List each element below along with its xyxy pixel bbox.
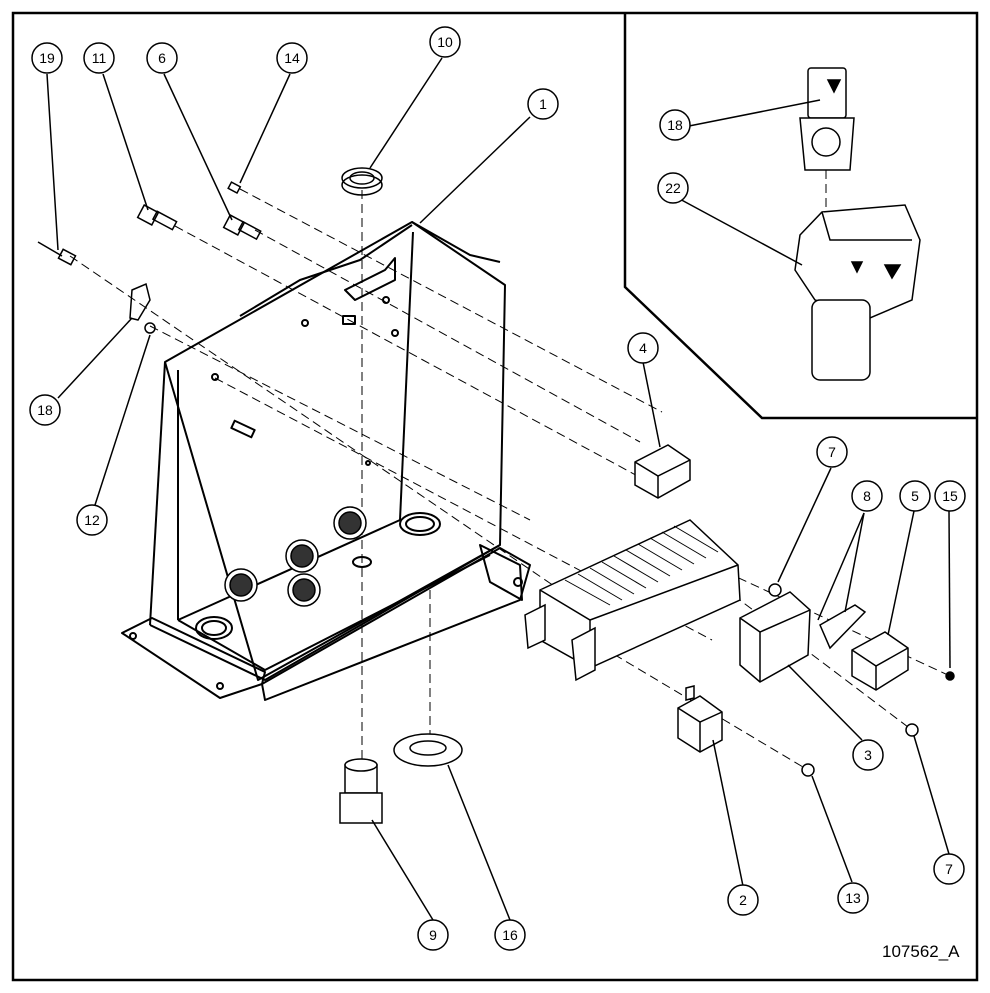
callout-circle <box>816 436 848 468</box>
callout-label: 7 <box>828 444 836 460</box>
detail-inset-border <box>623 13 977 420</box>
callout-c18b: 18 <box>659 109 691 141</box>
callout-c13: 13 <box>837 882 869 914</box>
callout-circle <box>83 42 115 74</box>
callout-label: 14 <box>284 50 300 66</box>
callout-label: 2 <box>739 892 747 908</box>
relay-5 <box>851 631 909 691</box>
callout-label: 8 <box>863 488 871 504</box>
callout-label: 5 <box>911 488 919 504</box>
callout-c11: 11 <box>83 42 115 74</box>
callout-c3: 3 <box>852 739 884 771</box>
terminal-ribs <box>564 525 719 606</box>
callout-c15: 15 <box>934 480 966 512</box>
callout-label: 18 <box>667 117 683 133</box>
nuts <box>768 583 955 777</box>
leader-lines <box>46 57 951 921</box>
callout-c4: 4 <box>627 332 659 364</box>
callout-circle <box>29 394 61 426</box>
callout-c1: 1 <box>527 88 559 120</box>
callout-circle <box>837 882 869 914</box>
drawing-id: 107562_A <box>882 942 960 961</box>
callout-circle <box>934 480 966 512</box>
callout-label: 12 <box>84 512 100 528</box>
cable-gland-9 <box>339 758 383 824</box>
callout-label: 22 <box>665 180 681 196</box>
callout-c18a: 18 <box>29 394 61 426</box>
callout-c7a: 7 <box>816 436 848 468</box>
callout-label: 3 <box>864 747 872 763</box>
callout-c12: 12 <box>76 504 108 536</box>
callout-c10: 10 <box>429 26 461 58</box>
callout-circle <box>146 42 178 74</box>
callout-circle <box>429 26 461 58</box>
callout-c14: 14 <box>276 42 308 74</box>
connector-8 <box>819 604 867 650</box>
callout-circle <box>933 853 965 885</box>
callout-c2: 2 <box>727 884 759 916</box>
callout-label: 13 <box>845 890 861 906</box>
fasteners <box>37 167 383 334</box>
module-3 <box>739 591 811 683</box>
callout-circle <box>527 88 559 120</box>
callout-circle <box>851 480 883 512</box>
callout-circle <box>31 42 63 74</box>
callout-circle <box>494 919 526 951</box>
callout-circle <box>417 919 449 951</box>
callout-label: 1 <box>539 96 547 112</box>
callout-circle <box>659 109 691 141</box>
callout-c8: 8 <box>851 480 883 512</box>
drawing-border <box>11 11 979 982</box>
callout-circle <box>852 739 884 771</box>
relay-4 <box>634 444 691 499</box>
callout-label: 7 <box>945 861 953 877</box>
callout-c22: 22 <box>657 172 689 204</box>
relay-2 <box>677 685 723 753</box>
callout-circle <box>276 42 308 74</box>
callout-label: 19 <box>39 50 55 66</box>
grommet-16 <box>393 733 463 767</box>
callout-c19: 19 <box>31 42 63 74</box>
callout-label: 4 <box>639 340 647 356</box>
enclosure-part <box>121 221 531 701</box>
callout-circle <box>899 480 931 512</box>
callout-circle <box>657 172 689 204</box>
callout-c9: 9 <box>417 919 449 951</box>
callout-label: 16 <box>502 927 518 943</box>
callout-c6: 6 <box>146 42 178 74</box>
callout-c7b: 7 <box>933 853 965 885</box>
callout-label: 10 <box>437 34 453 50</box>
callout-label: 15 <box>942 488 958 504</box>
callout-c5: 5 <box>899 480 931 512</box>
callout-circle <box>627 332 659 364</box>
callout-label: 18 <box>37 402 53 418</box>
callout-label: 6 <box>158 50 166 66</box>
callout-c16: 16 <box>494 919 526 951</box>
enclosure-fittings <box>224 506 367 607</box>
terminal-block-assembly <box>524 519 741 682</box>
callout-balloons: 19 11 6 14 10 1 18 12 4 7 8 5 15 3 2 13 7 9 16 18 22 <box>29 26 966 951</box>
inset-parts <box>794 67 921 381</box>
callout-circle <box>727 884 759 916</box>
callout-label: 11 <box>92 50 107 66</box>
callout-label: 9 <box>429 927 437 943</box>
callout-circle <box>76 504 108 536</box>
